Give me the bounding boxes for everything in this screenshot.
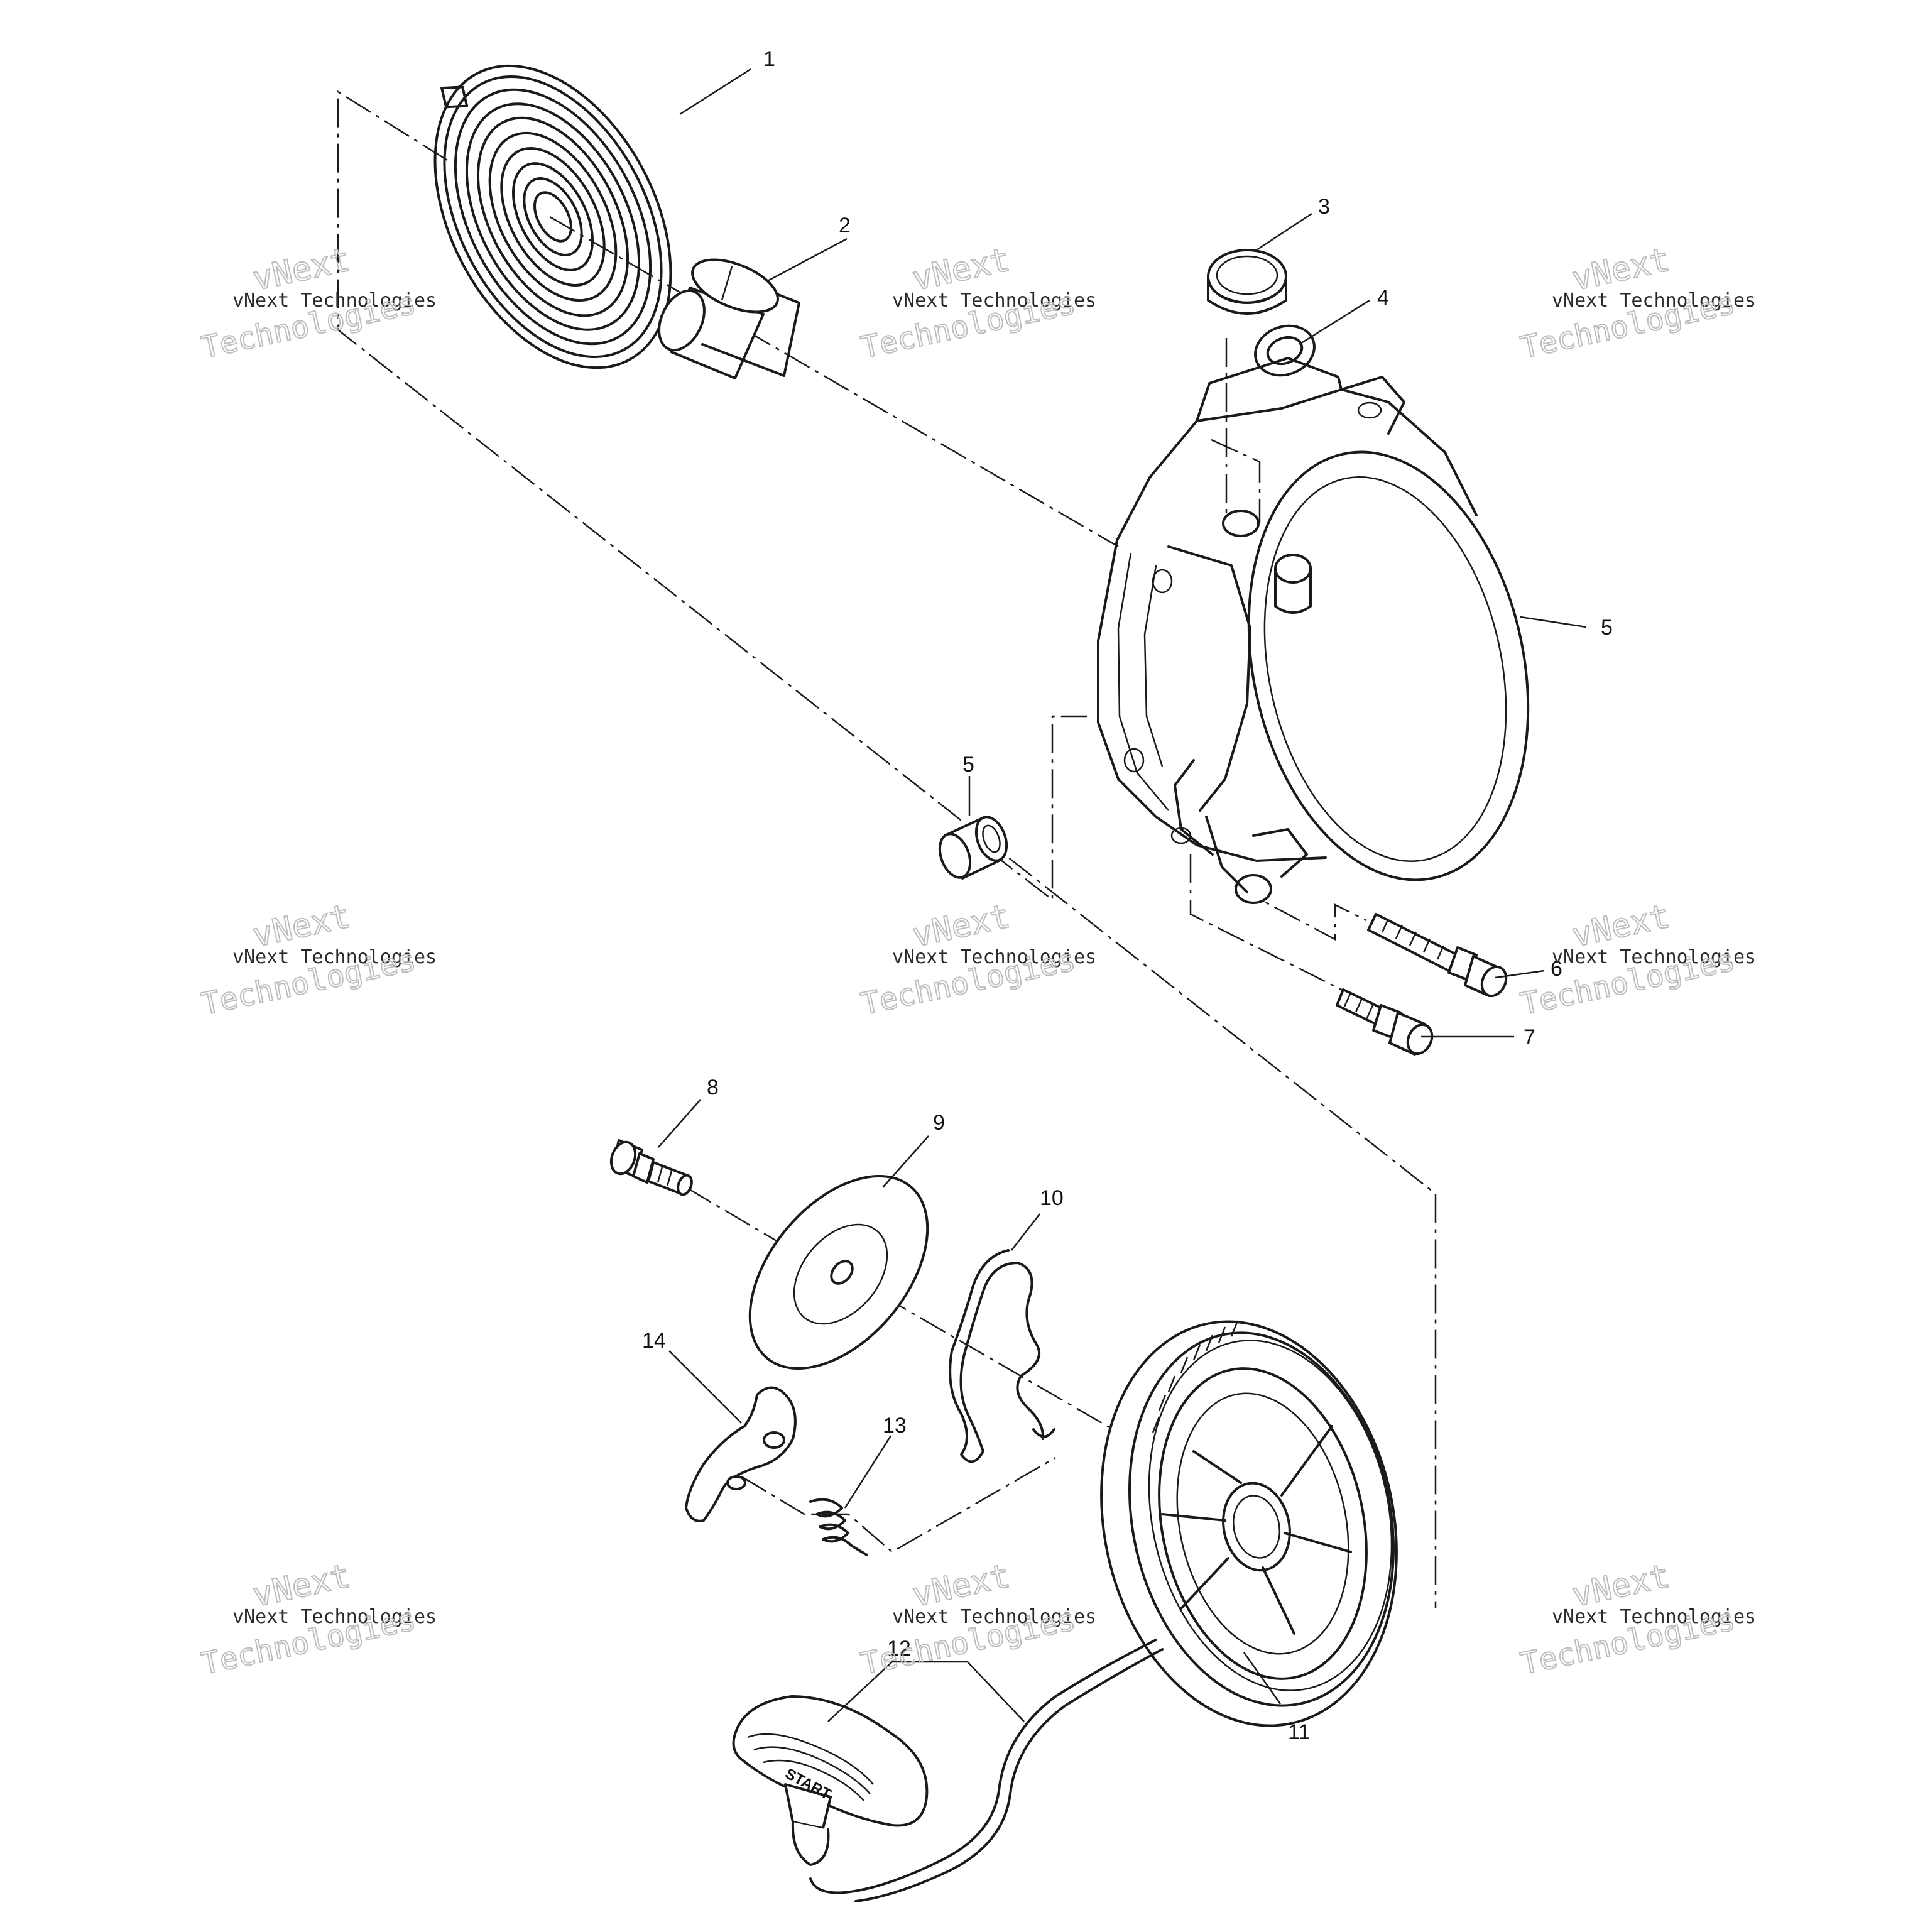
callout-6: 6 xyxy=(1551,957,1562,981)
housing-bushing xyxy=(938,816,1008,880)
callout-10: 10 xyxy=(1040,1186,1064,1210)
svg-text:vNext Technologies: vNext Technologies xyxy=(1552,946,1756,968)
watermark: vNext vNext Technologies Technologies xyxy=(858,897,1096,1022)
callout-9: 9 xyxy=(933,1111,945,1135)
short-bolt xyxy=(1336,988,1434,1056)
watermark: vNext vNext Technologies Technologies xyxy=(858,240,1096,366)
svg-text:vNext Technologies: vNext Technologies xyxy=(892,1606,1096,1628)
watermark: vNext vNext Technologies Technologies xyxy=(1517,897,1756,1022)
cap-bolt xyxy=(609,1139,693,1196)
callout-5-bushing: 5 xyxy=(962,753,974,777)
svg-text:vNext Technologies: vNext Technologies xyxy=(892,946,1096,968)
callout-2: 2 xyxy=(839,214,851,237)
callout-8: 8 xyxy=(707,1076,719,1100)
callout-13: 13 xyxy=(883,1414,907,1438)
bolt-mount-line xyxy=(1234,885,1367,941)
callout-12: 12 xyxy=(887,1637,911,1661)
callout-5-housing: 5 xyxy=(1601,616,1613,640)
callout-11: 11 xyxy=(1288,1720,1310,1744)
starter-housing xyxy=(1097,357,1530,904)
svg-text:vNext Technologies: vNext Technologies xyxy=(232,290,437,312)
plug-washer xyxy=(1254,324,1316,377)
callout-numbers: 1 2 3 4 5 5 6 7 8 9 10 11 12 13 14 xyxy=(642,47,1613,1744)
watermark: vNext vNext Technologies Technologies xyxy=(858,1556,1096,1682)
svg-text:vNext Technologies: vNext Technologies xyxy=(232,946,437,968)
svg-text:vNext Technologies: vNext Technologies xyxy=(1552,1606,1756,1628)
watermark: vNext vNext Technologies Technologies xyxy=(1517,240,1756,366)
cap-hole-line xyxy=(1211,439,1261,523)
bushing-mount-line xyxy=(989,715,1087,902)
starter-pawl xyxy=(685,1386,797,1522)
recoil-spring xyxy=(433,64,672,369)
bolt-short-line xyxy=(1189,854,1361,1000)
spring-bushing xyxy=(658,258,800,379)
callout-1: 1 xyxy=(763,47,775,71)
svg-text:vNext Technologies: vNext Technologies xyxy=(1552,290,1756,312)
pawl-spring-line xyxy=(741,1456,1056,1553)
watermark: vNext vNext Technologies Technologies xyxy=(198,897,437,1022)
callout-4: 4 xyxy=(1377,286,1389,310)
pawl-spring xyxy=(809,1498,868,1556)
long-bolt xyxy=(1367,913,1508,998)
watermark: vNext vNext Technologies Technologies xyxy=(198,1556,437,1682)
start-handle-rope: START xyxy=(732,1639,1164,1902)
rope-pulley xyxy=(1100,1320,1398,1727)
housing-plug xyxy=(1207,249,1287,315)
callout-3: 3 xyxy=(1318,195,1330,219)
pulley-cover-plate xyxy=(748,1174,929,1370)
watermark: vNext vNext Technologies Technologies xyxy=(1517,1556,1756,1682)
svg-text:vNext Technologies: vNext Technologies xyxy=(232,1606,437,1628)
watermark-grid: vNext vNext Technologies Technologies vN… xyxy=(198,240,1756,1682)
watermark: vNext vNext Technologies Technologies xyxy=(198,240,437,366)
svg-text:vNext Technologies: vNext Technologies xyxy=(892,290,1096,312)
callout-7: 7 xyxy=(1524,1025,1535,1049)
spring-axis-line xyxy=(549,216,1119,548)
wire-clip xyxy=(949,1249,1055,1463)
leader-lines xyxy=(658,68,1587,1722)
spring-housing-frame-line xyxy=(337,90,1437,1608)
callout-14: 14 xyxy=(642,1329,666,1353)
